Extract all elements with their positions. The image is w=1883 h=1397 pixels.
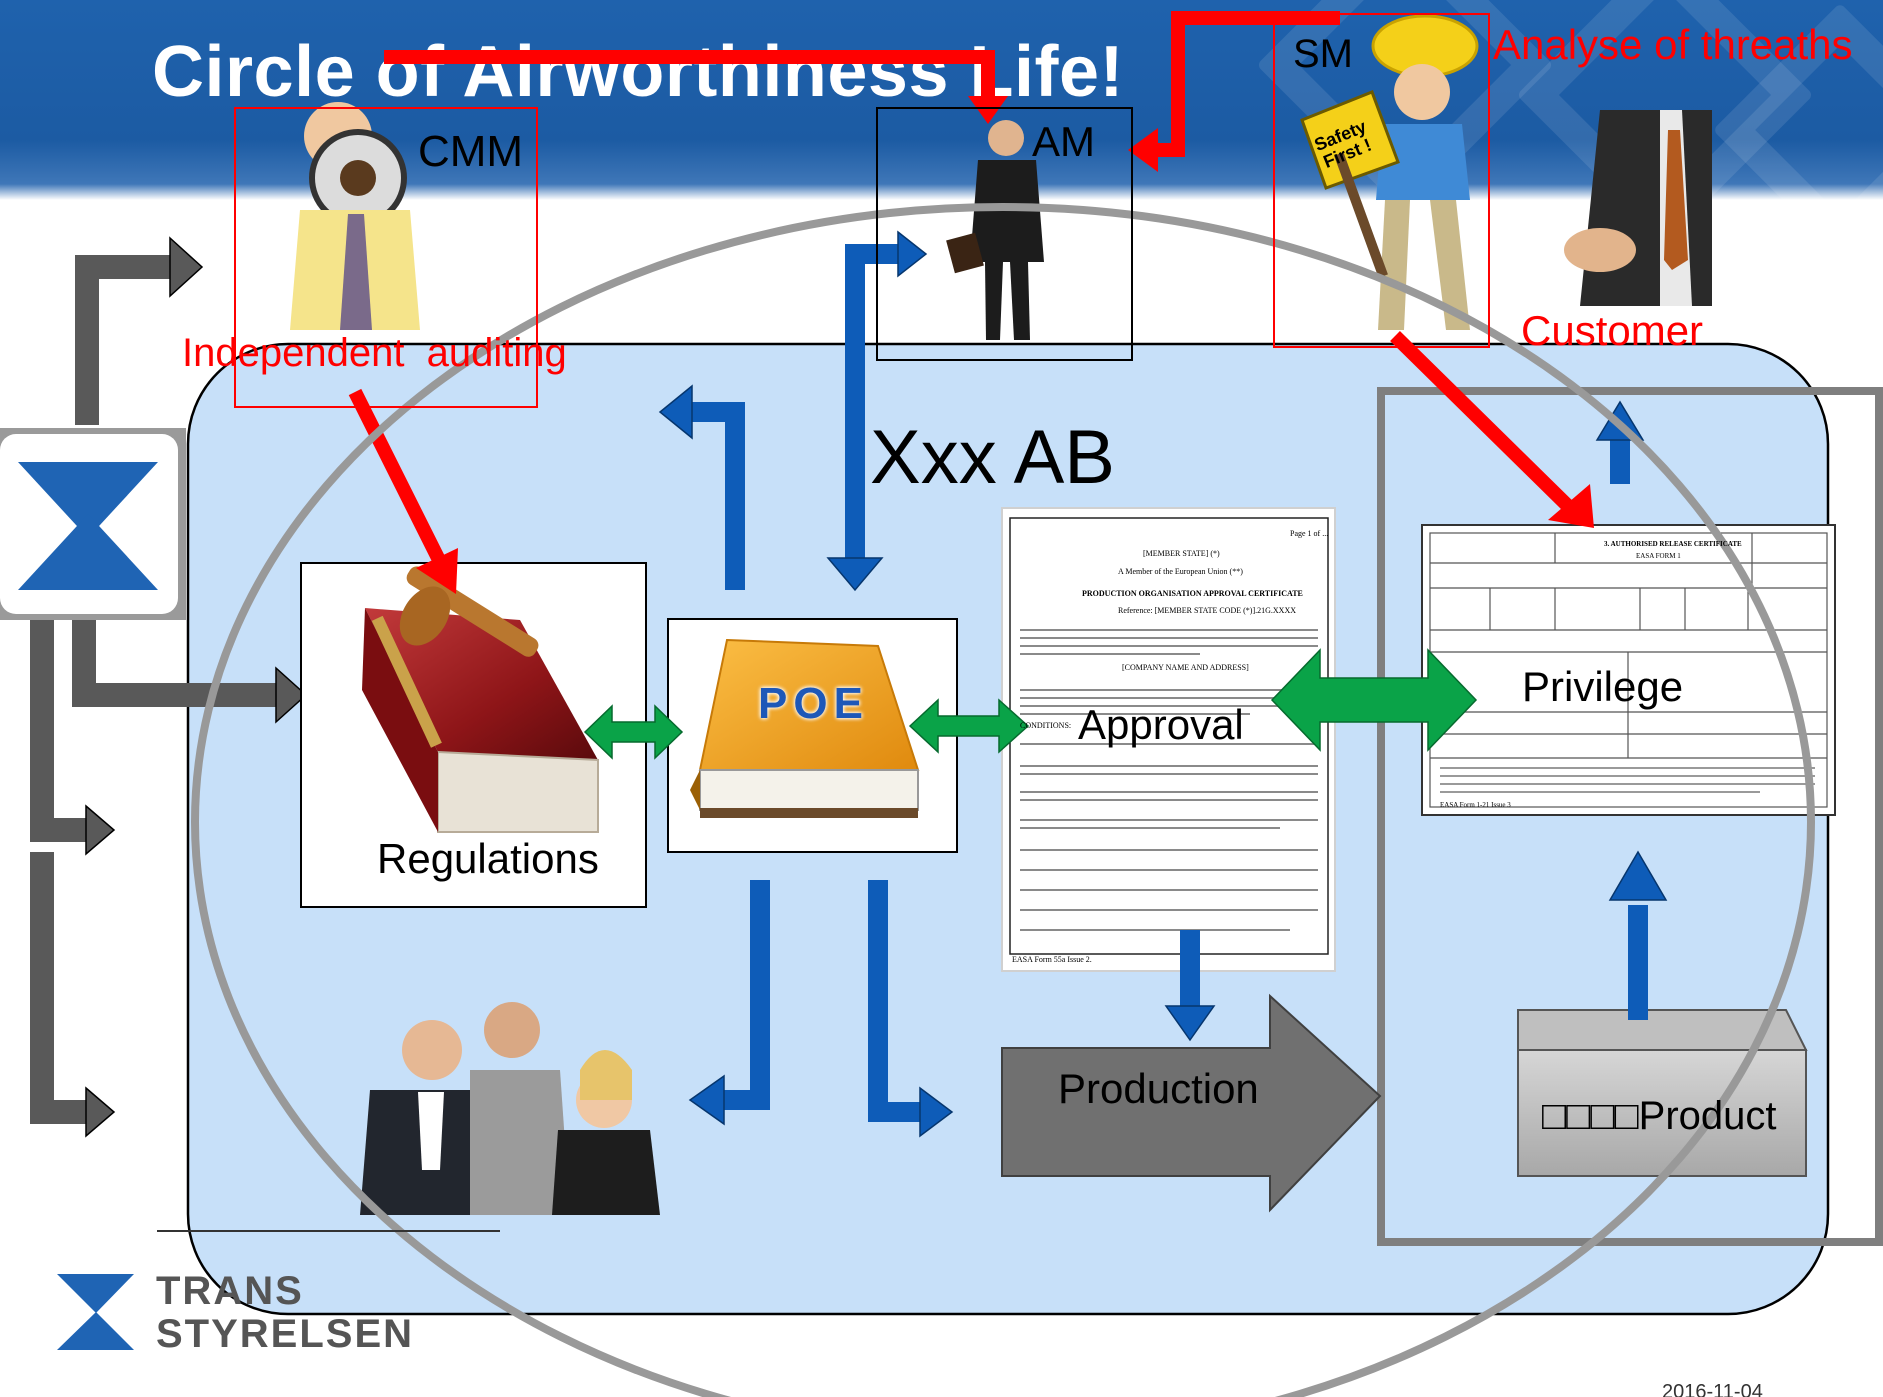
sm-label: SM [1293,32,1353,76]
production-label: Production [1058,1065,1259,1112]
independent-auditing-note: Independent auditing [182,331,567,375]
logo-lower-triangle [18,514,158,590]
am-box [876,107,1133,361]
cmm-label: CMM [418,127,524,176]
red-arrow-heads [416,96,1594,594]
privilege-frame [1377,387,1883,1246]
am-person-figure [946,120,1044,340]
regulations-label: Regulations [377,835,599,882]
approval-page-number: Page 1 of ... [1290,529,1329,538]
customer-label: Customer [1521,307,1704,354]
gray-arrow-heads [85,236,308,1138]
approval-company-line: [COMPANY NAME AND ADDRESS] [1122,663,1249,672]
green-double-arrows [583,648,1478,760]
team-people-figure [360,1002,660,1215]
release-text-lines [1440,767,1815,793]
sm-person-figure [1300,14,1479,330]
cmm-person-figure [290,102,420,330]
approval-text-lines [1020,629,1318,931]
product-label: □□□□Product [1542,1094,1777,1138]
poe-label: POE [758,679,869,728]
customer-picture [1516,110,1713,306]
approval-conditions: CONDITIONS: [1020,721,1072,730]
cmm-box [234,107,538,408]
privilege-label: Privilege [1522,663,1684,710]
approval-heading: PRODUCTION ORGANISATION APPROVAL CERTIFI… [1082,589,1303,598]
footer-logo-triangle-lower [57,1312,134,1350]
red-arrows [348,11,1577,570]
approval-reference: Reference: [MEMBER STATE CODE (*)].21G.X… [1118,606,1296,615]
blue-arrows [690,244,1648,1122]
am-label: AM [1032,118,1095,165]
gray-arrows [30,255,280,1124]
analyse-of-threats-note: Analyse of threaths [1493,21,1853,68]
footer-logo-line2: STYRELSEN [156,1312,415,1356]
production-arrow [1001,993,1382,1213]
sm-box [1273,13,1490,348]
approval-certificate [1001,507,1336,972]
approval-member-state: [MEMBER STATE] (*) [1143,549,1220,558]
poe-book-icon [690,638,920,818]
logo-upper-triangle [18,462,158,538]
approval-union: A Member of the European Union (**) [1118,567,1243,576]
law-book-icon [362,566,599,833]
footer-logo-line1: TRANS [156,1269,304,1313]
footer-logo-triangle-upper [57,1274,134,1313]
product-box [1517,1009,1808,1177]
release-form-number: EASA Form 1-21 Issue 3 [1440,801,1511,809]
release-form-name: EASA FORM 1 [1636,552,1681,560]
airworthiness-life-circle [191,203,1815,1397]
approval-form-number: EASA Form 55a Issue 2. [1012,955,1092,964]
approval-label: Approval [1078,701,1244,748]
company-label: Xxx AB [870,415,1115,500]
slide-title: Circle of Airworthiness Life! [152,32,1124,112]
release-heading: 3. AUTHORISED RELEASE CERTIFICATE [1604,540,1742,548]
footer-date: 2016-11-04 [1662,1381,1763,1397]
customer-person-figure [1564,110,1712,306]
release-form-grid [1429,532,1828,808]
blue-arrow-heads [658,230,1668,1138]
